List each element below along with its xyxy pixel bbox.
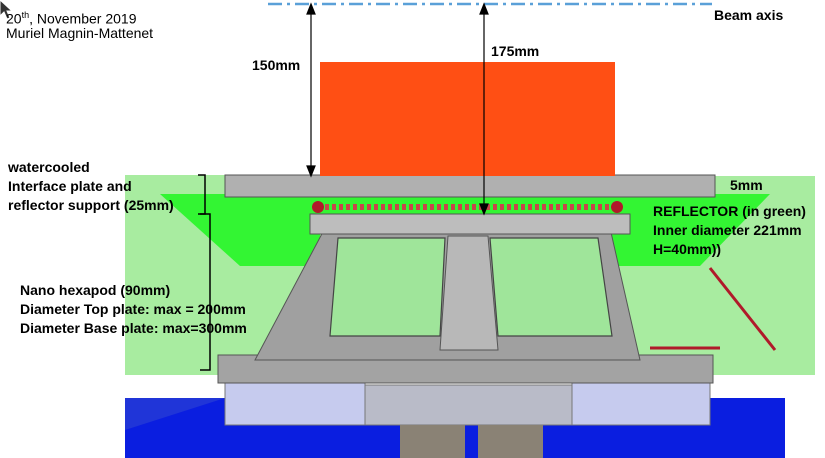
base-stage-left-edge	[125, 398, 225, 430]
interface-plate-label: watercooled Interface plate and reflecto…	[8, 158, 174, 215]
hexapod-label-line: Diameter Base plate: max=300mm	[20, 320, 247, 336]
bottom-mount-left	[400, 425, 465, 458]
bottom-mount-right	[478, 425, 543, 458]
presentation-date: 20th, November 2019	[6, 10, 137, 27]
beam-axis-label: Beam axis	[714, 7, 784, 23]
dimension-175-arrow	[479, 2, 489, 216]
reflector-label-line: H=40mm))	[653, 241, 722, 257]
hexapod-label-line: Nano hexapod (90mm)	[20, 282, 171, 298]
reflector-label: REFLECTOR (in green) Inner diameter 221m…	[653, 202, 806, 259]
presentation-author: Muriel Magnin-Mattenet	[6, 25, 154, 41]
base-plate-right	[571, 379, 711, 426]
interface-label-line: reflector support (25mm)	[8, 197, 174, 213]
dimension-150-label: 150mm	[252, 57, 301, 73]
reflector-right-wedge	[610, 194, 770, 266]
hexapod-center-strut	[439, 235, 499, 351]
dimension-5-label: 5mm	[730, 177, 763, 193]
reflector-label-line: Inner diameter 221mm	[653, 222, 802, 238]
reflector-left-wedge	[160, 194, 320, 266]
hexapod-label: Nano hexapod (90mm) Diameter Top plate: …	[20, 281, 247, 338]
sample-block	[320, 62, 615, 176]
base-plate-center	[364, 384, 573, 426]
hexapod-bracket	[200, 213, 211, 371]
right-background-panel	[615, 62, 820, 176]
hexapod-top-plate	[309, 213, 631, 235]
ring-end-left	[312, 201, 324, 213]
base-plate-left	[224, 379, 366, 426]
dimension-175-label: 175mm	[491, 43, 540, 59]
pointer-cursor-icon	[0, 0, 14, 20]
ring-end-right	[611, 201, 623, 213]
hexapod-window-left	[329, 237, 446, 337]
interface-plate	[224, 174, 716, 198]
hexapod-window-right	[489, 237, 613, 337]
red-marker-diagonal	[708, 267, 777, 351]
hexapod-label-line: Diameter Top plate: max = 200mm	[20, 301, 246, 317]
dimension-150-arrow	[306, 2, 316, 178]
interface-label-line: Interface plate and	[8, 178, 132, 194]
interface-label-line: watercooled	[8, 159, 90, 175]
reflector-label-line: REFLECTOR (in green)	[653, 203, 806, 219]
